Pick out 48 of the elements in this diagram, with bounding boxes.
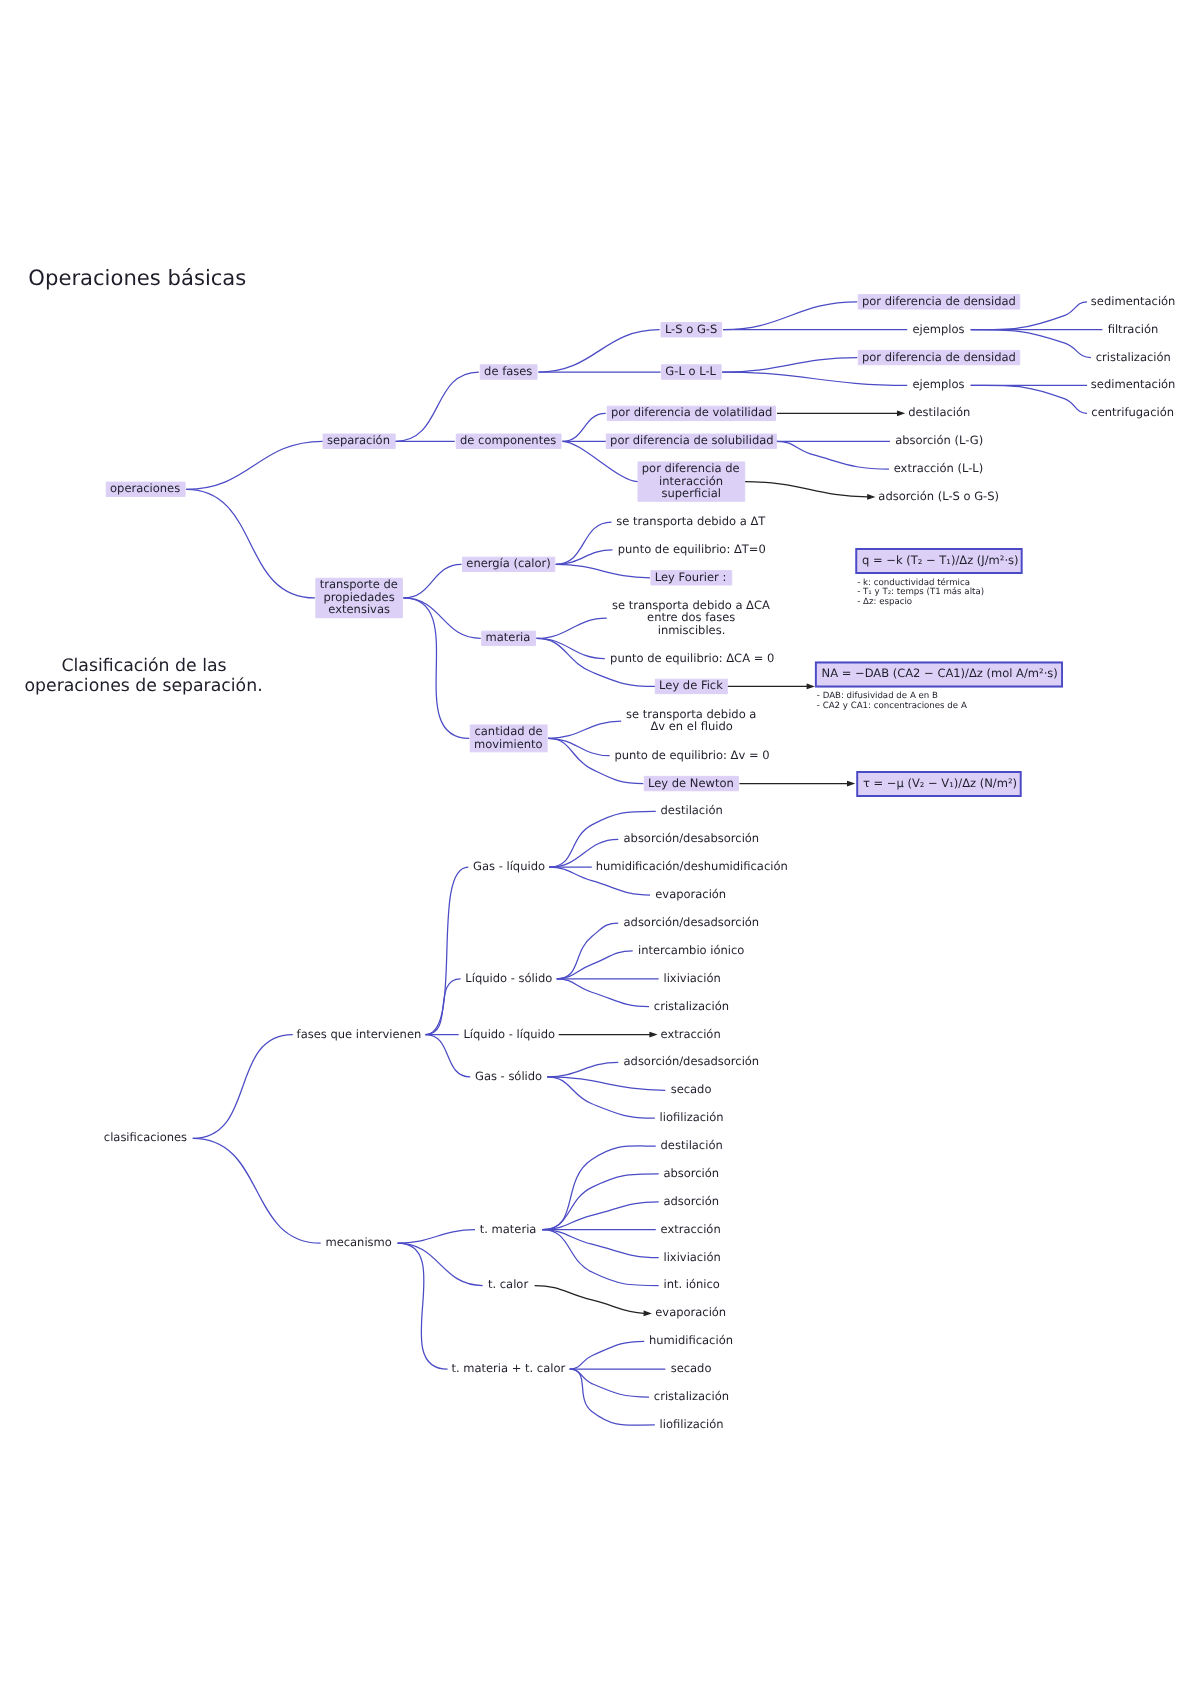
connector <box>192 1033 294 1139</box>
label: Clasificación de las operaciones de separación. <box>24 657 263 697</box>
connector <box>541 1229 660 1287</box>
connector <box>556 978 660 980</box>
connector <box>548 838 619 868</box>
connector <box>569 1368 656 1426</box>
arrow <box>744 481 876 500</box>
connector <box>722 329 908 331</box>
connector <box>721 371 908 387</box>
connector <box>555 549 614 565</box>
connector <box>395 440 456 442</box>
connector <box>569 1368 666 1370</box>
connector <box>561 440 639 483</box>
connector <box>185 440 324 490</box>
arrow <box>738 780 856 787</box>
connector <box>556 978 650 1008</box>
connector <box>776 440 890 470</box>
connector <box>546 1076 656 1119</box>
connector <box>396 1242 449 1370</box>
connector <box>569 1340 645 1370</box>
arrow <box>727 683 815 690</box>
connector <box>548 866 651 896</box>
arrow <box>558 1031 658 1038</box>
connector <box>970 329 1092 359</box>
connector <box>555 521 613 565</box>
connector <box>402 597 470 739</box>
connector <box>537 371 662 373</box>
connector <box>546 1076 666 1091</box>
connector <box>395 371 480 442</box>
connector <box>561 412 607 442</box>
connector <box>402 563 463 599</box>
connector <box>424 1033 471 1078</box>
connector <box>547 720 622 739</box>
connector <box>548 810 657 868</box>
connector <box>424 978 462 1036</box>
arrow <box>776 410 906 417</box>
connector <box>535 637 656 688</box>
connector <box>396 1229 476 1244</box>
diagram-title: Operaciones básicas <box>28 266 247 291</box>
connector <box>192 1137 322 1244</box>
connector <box>556 922 619 980</box>
connector <box>537 329 661 373</box>
arrow <box>534 1284 652 1317</box>
connector <box>185 488 316 599</box>
connector <box>970 384 1088 414</box>
connector <box>547 737 644 785</box>
connector <box>424 866 469 1036</box>
connector <box>555 563 651 579</box>
